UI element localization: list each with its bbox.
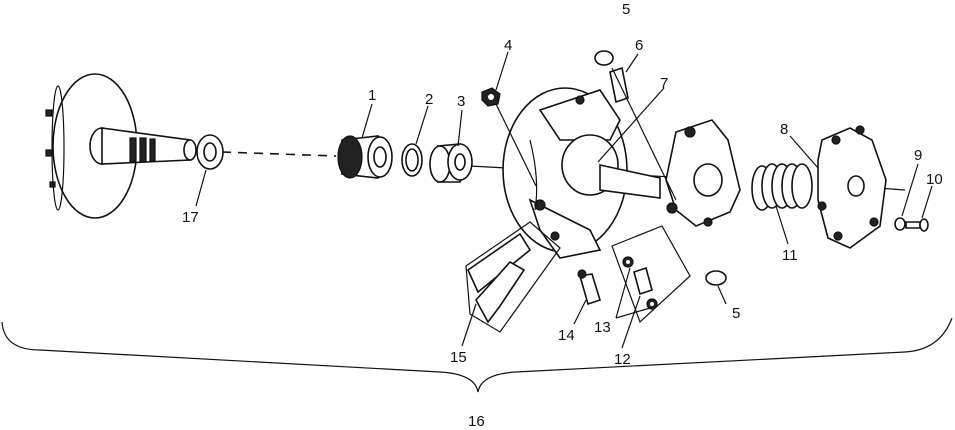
assembly-bracket <box>1 317 953 393</box>
spring-11 <box>751 163 813 211</box>
axis-centerline-left <box>221 151 337 157</box>
callout-8: 8 <box>780 121 788 138</box>
callout-13: 13 <box>594 319 611 336</box>
washer-17 <box>196 134 224 170</box>
callout-14: 14 <box>558 327 575 344</box>
leader-lines <box>195 51 933 349</box>
screw-10 <box>905 218 929 232</box>
callout-17: 17 <box>182 209 199 226</box>
bushing-3 <box>429 143 473 183</box>
callout-7: 7 <box>660 75 668 92</box>
bolt-14 <box>577 269 601 306</box>
callout-11: 11 <box>782 247 798 264</box>
callout-5-top: 5 <box>622 1 630 18</box>
cap-5-top <box>594 50 614 66</box>
panel-12-frame <box>611 225 691 324</box>
callout-10: 10 <box>926 171 943 188</box>
callout-3: 3 <box>457 93 465 110</box>
moveable-sheave <box>502 87 661 259</box>
callout-12: 12 <box>614 351 631 368</box>
cover-8 <box>817 125 887 249</box>
pin-6 <box>609 66 629 104</box>
callout-5-bottom: 5 <box>732 305 740 322</box>
callout-1: 1 <box>368 87 376 104</box>
callout-15: 15 <box>450 349 467 366</box>
callout-4: 4 <box>504 37 512 54</box>
nut-4 <box>481 87 501 107</box>
washer-9 <box>894 217 906 231</box>
fixed-sheave-with-shaft <box>45 73 197 219</box>
spider-plate <box>665 119 741 227</box>
callout-9: 9 <box>914 147 922 164</box>
panel-15-frame <box>465 221 561 333</box>
bushing-1 <box>337 135 393 179</box>
callout-6: 6 <box>635 37 643 54</box>
roller-12 <box>633 266 653 296</box>
callout-16: 16 <box>468 413 485 430</box>
nut-13a <box>622 256 634 268</box>
cap-5-bottom <box>705 270 727 286</box>
shoe-15 <box>466 232 532 324</box>
ring-2 <box>401 143 423 177</box>
nut-13b <box>646 298 658 310</box>
callout-2: 2 <box>425 91 433 108</box>
